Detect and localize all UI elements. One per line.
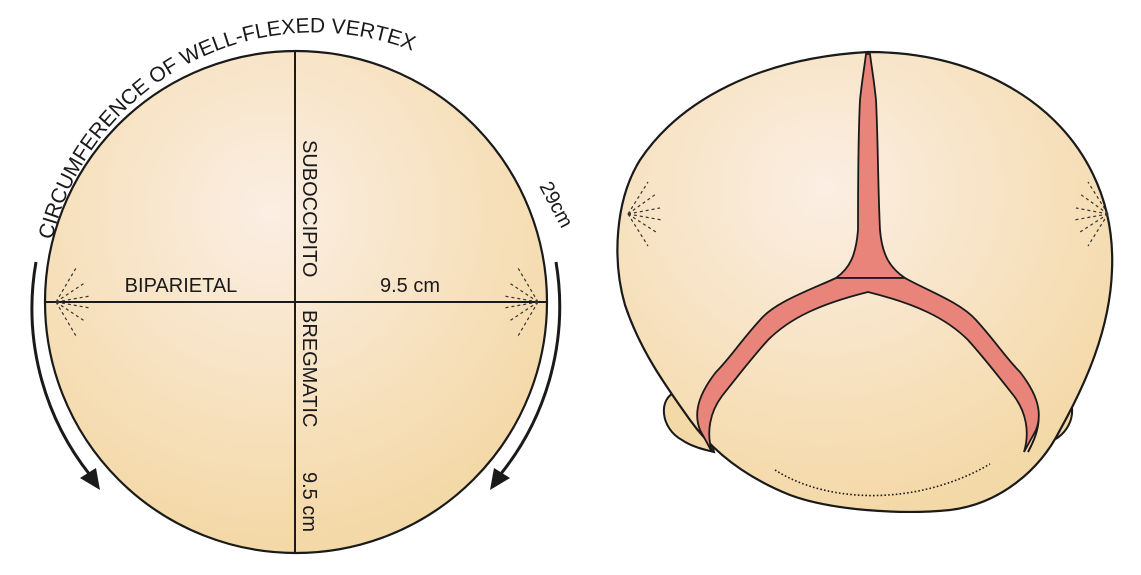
- parietal-eminence-right-view-left: [627, 181, 663, 247]
- parietal-eminence-left: [55, 267, 91, 337]
- circumference-value: 29cm: [535, 178, 577, 232]
- parietal-eminence-right-view-right: [1073, 181, 1109, 247]
- parietal-eminence-right: [503, 267, 539, 337]
- bregmatic-label: BREGMATIC: [298, 310, 320, 427]
- biparietal-value: 9.5 cm: [380, 275, 440, 297]
- lambdoid-suture: [696, 277, 1040, 453]
- left-arrow-head: [80, 468, 100, 490]
- vertex-view: BIPARIETAL 9.5 cm SUBOCCIPITO BREGMATIC …: [30, 14, 577, 555]
- foramen-edge: [774, 463, 991, 497]
- right-arrow-shaft: [498, 261, 562, 476]
- left-arrow-shaft: [30, 261, 92, 476]
- biparietal-label: BIPARIETAL: [125, 275, 238, 297]
- suboccipito-label: SUBOCCIPITO: [298, 140, 320, 277]
- skull-posterior-view: [616, 50, 1114, 513]
- vertical-value: 9.5 cm: [298, 472, 320, 532]
- right-arrow-head: [490, 468, 510, 490]
